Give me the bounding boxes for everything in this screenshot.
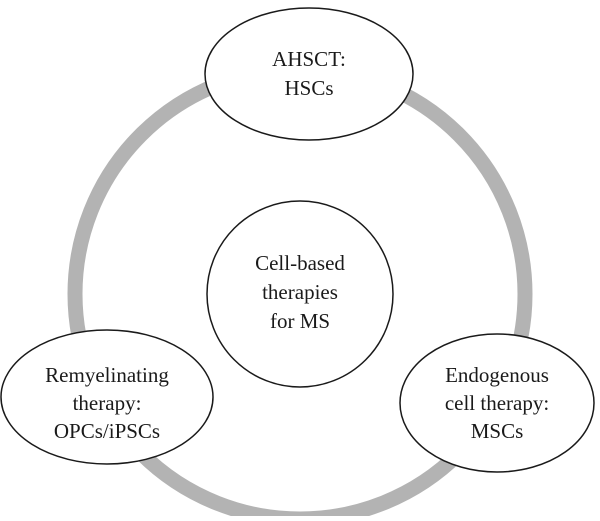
top-node-line-2: HSCs <box>284 76 333 100</box>
top-node-ellipse <box>204 7 414 141</box>
left-node-line-1: Remyelinating <box>45 363 169 387</box>
center-node-line-3: for MS <box>270 309 330 333</box>
right-node-line-2: cell therapy: <box>445 391 549 415</box>
center-node: Cell-based therapies for MS <box>206 200 394 388</box>
top-node: AHSCT: HSCs <box>204 7 414 141</box>
right-node: Endogenous cell therapy: MSCs <box>399 333 595 473</box>
left-node-ellipse <box>0 329 214 465</box>
center-node-line-1: Cell-based <box>255 251 345 275</box>
left-node-line-3: OPCs/iPSCs <box>54 419 160 443</box>
right-node-ellipse <box>399 333 595 473</box>
left-node: Remyelinating therapy: OPCs/iPSCs <box>0 329 214 465</box>
right-node-line-1: Endogenous <box>445 363 549 387</box>
right-node-line-3: MSCs <box>471 419 524 443</box>
center-node-line-2: therapies <box>262 280 338 304</box>
left-node-line-2: therapy: <box>73 391 142 415</box>
top-node-line-1: AHSCT: <box>272 47 346 71</box>
center-node-circle <box>206 200 394 388</box>
